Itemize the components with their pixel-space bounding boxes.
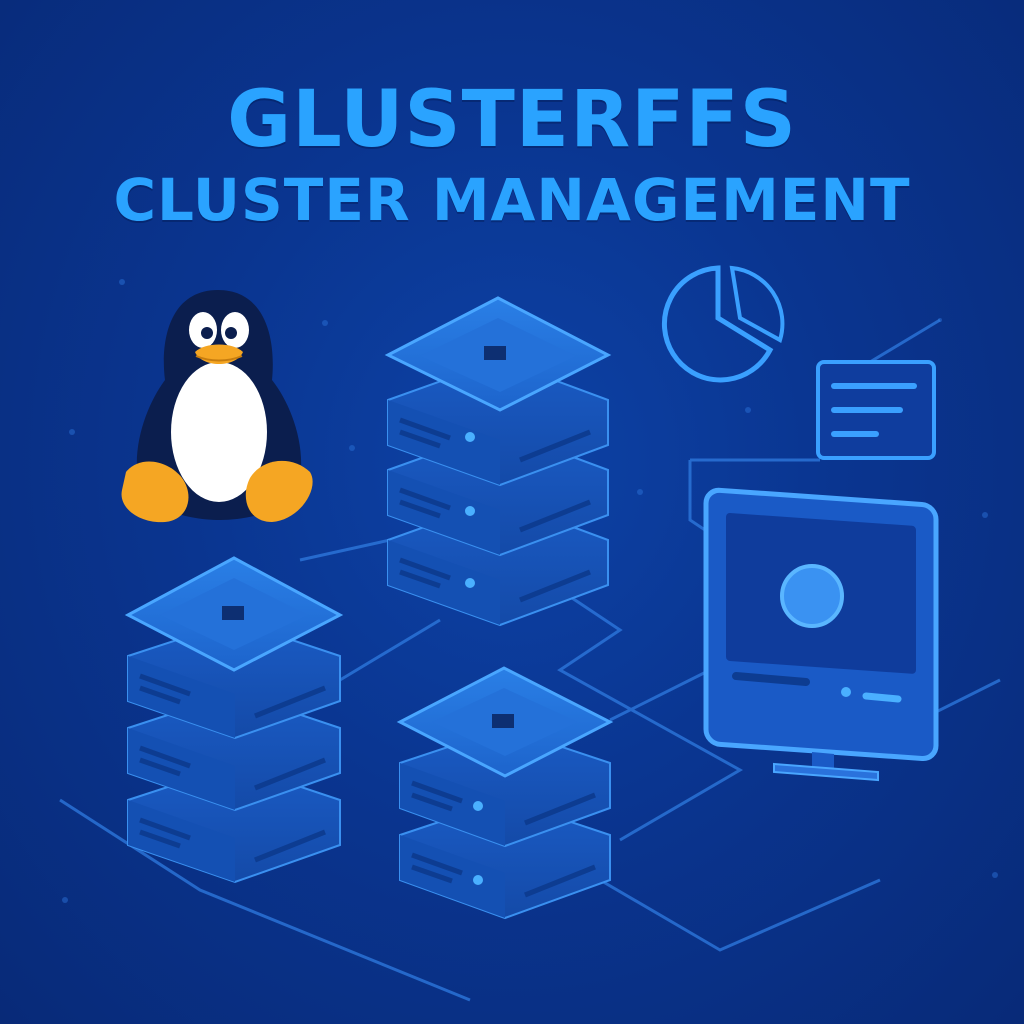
document-icon xyxy=(816,360,936,460)
server-stack-icon xyxy=(396,666,614,920)
pie-chart-icon xyxy=(661,265,785,383)
server-stack-icon xyxy=(384,296,612,627)
background-dots xyxy=(62,279,998,903)
tux-penguin-icon xyxy=(121,290,313,523)
network-lines xyxy=(59,318,1001,1002)
server-stack-icon xyxy=(124,556,344,884)
monitor-icon xyxy=(703,487,939,782)
title-line-1: GLUSTERFFS xyxy=(227,75,797,165)
title-line-2: CLUSTER MANAGEMENT xyxy=(113,166,911,234)
